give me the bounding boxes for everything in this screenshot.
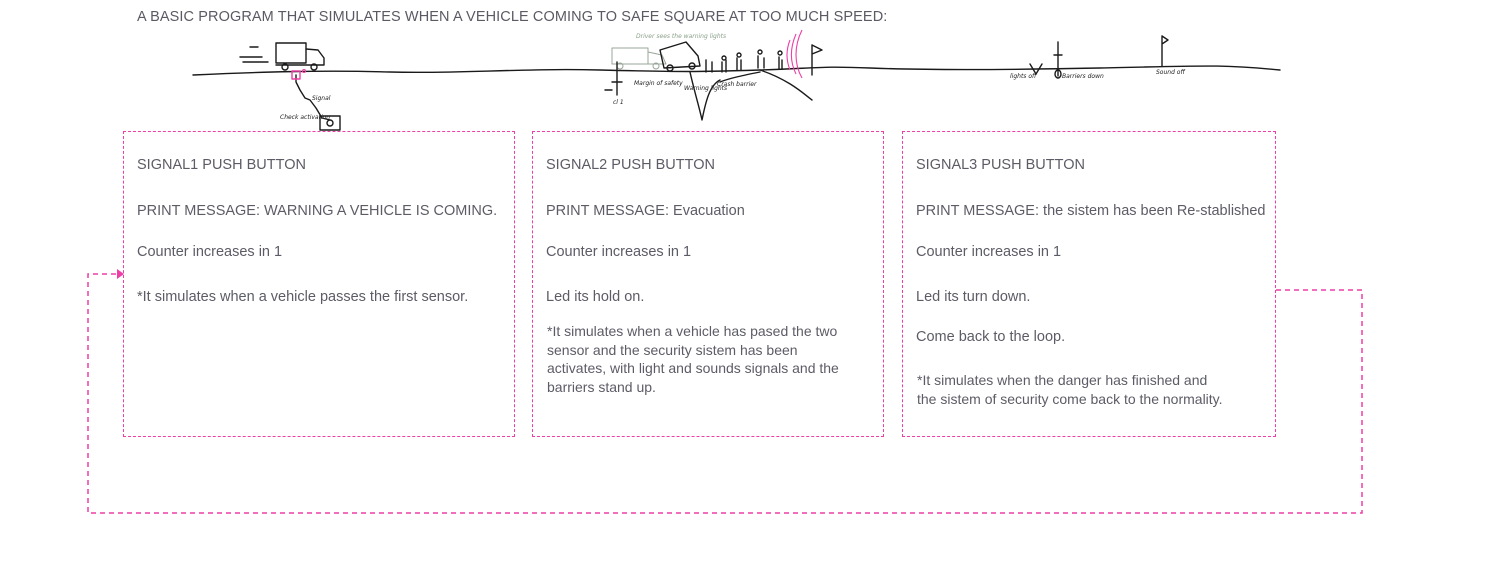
scenario-sketch: Signal Check activation Margin of safety…	[192, 29, 1281, 131]
signal3-heading: SIGNAL3 PUSH BUTTON	[916, 157, 1085, 173]
road-dip	[689, 69, 813, 121]
signal2-note: *It simulates when a vehicle has pased t…	[547, 323, 839, 395]
lights-off-post	[1029, 63, 1043, 75]
signal1-heading: SIGNAL1 PUSH BUTTON	[137, 157, 306, 173]
label-check-activation: Check activation	[280, 114, 330, 121]
label-cl1: cl 1	[613, 99, 624, 106]
signal1-note: *It simulates when a vehicle passes the …	[137, 289, 469, 305]
barrier-post	[1053, 41, 1063, 77]
signal1-message: PRINT MESSAGE: WARNING A VEHICLE IS COMI…	[137, 203, 498, 219]
label-margin-of-safety: Margin of safety	[634, 80, 683, 87]
label-warning-note: Driver sees the warning lights	[636, 33, 726, 40]
signal3-box: SIGNAL3 PUSH BUTTON PRINT MESSAGE: the s…	[902, 131, 1276, 437]
signal3-counter: Counter increases in 1	[916, 244, 1062, 260]
signal1-box: SIGNAL1 PUSH BUTTON PRINT MESSAGE: WARNI…	[123, 131, 515, 437]
signal3-led: Led its turn down.	[916, 289, 1031, 305]
faded-car-icon	[611, 47, 667, 70]
label-signal: Signal	[312, 95, 331, 102]
signal3-loop: Come back to the loop.	[916, 329, 1066, 345]
car-icon	[659, 41, 701, 72]
label-barriers-down: Barriers down	[1062, 73, 1104, 80]
sound-waves-icon	[301, 29, 803, 79]
label-crash-barrier: Crash barrier	[717, 81, 757, 88]
sound-flag	[1161, 35, 1169, 67]
truck-icon	[239, 42, 325, 71]
flag-icon	[811, 44, 823, 76]
label-lights-off: lights off	[1010, 73, 1037, 80]
page-title: A BASIC PROGRAM THAT SIMULATES WHEN A VE…	[137, 9, 888, 25]
signal2-led: Led its hold on.	[546, 289, 645, 305]
pedestrian-icons	[721, 49, 783, 73]
signal1-counter: Counter increases in 1	[137, 244, 283, 260]
signal2-box: SIGNAL2 PUSH BUTTON PRINT MESSAGE: Evacu…	[532, 131, 884, 437]
signal2-message: PRINT MESSAGE: Evacuation	[546, 203, 745, 219]
signal3-note: *It simulates when the danger has finish…	[917, 372, 1223, 407]
label-warning-lights: Warning lights	[684, 85, 727, 92]
signal3-message: PRINT MESSAGE: the sistem has been Re-st…	[916, 203, 1266, 219]
signal2-heading: SIGNAL2 PUSH BUTTON	[546, 157, 715, 173]
signal2-counter: Counter increases in 1	[546, 244, 692, 260]
label-sound-off: Sound off	[1156, 69, 1185, 76]
